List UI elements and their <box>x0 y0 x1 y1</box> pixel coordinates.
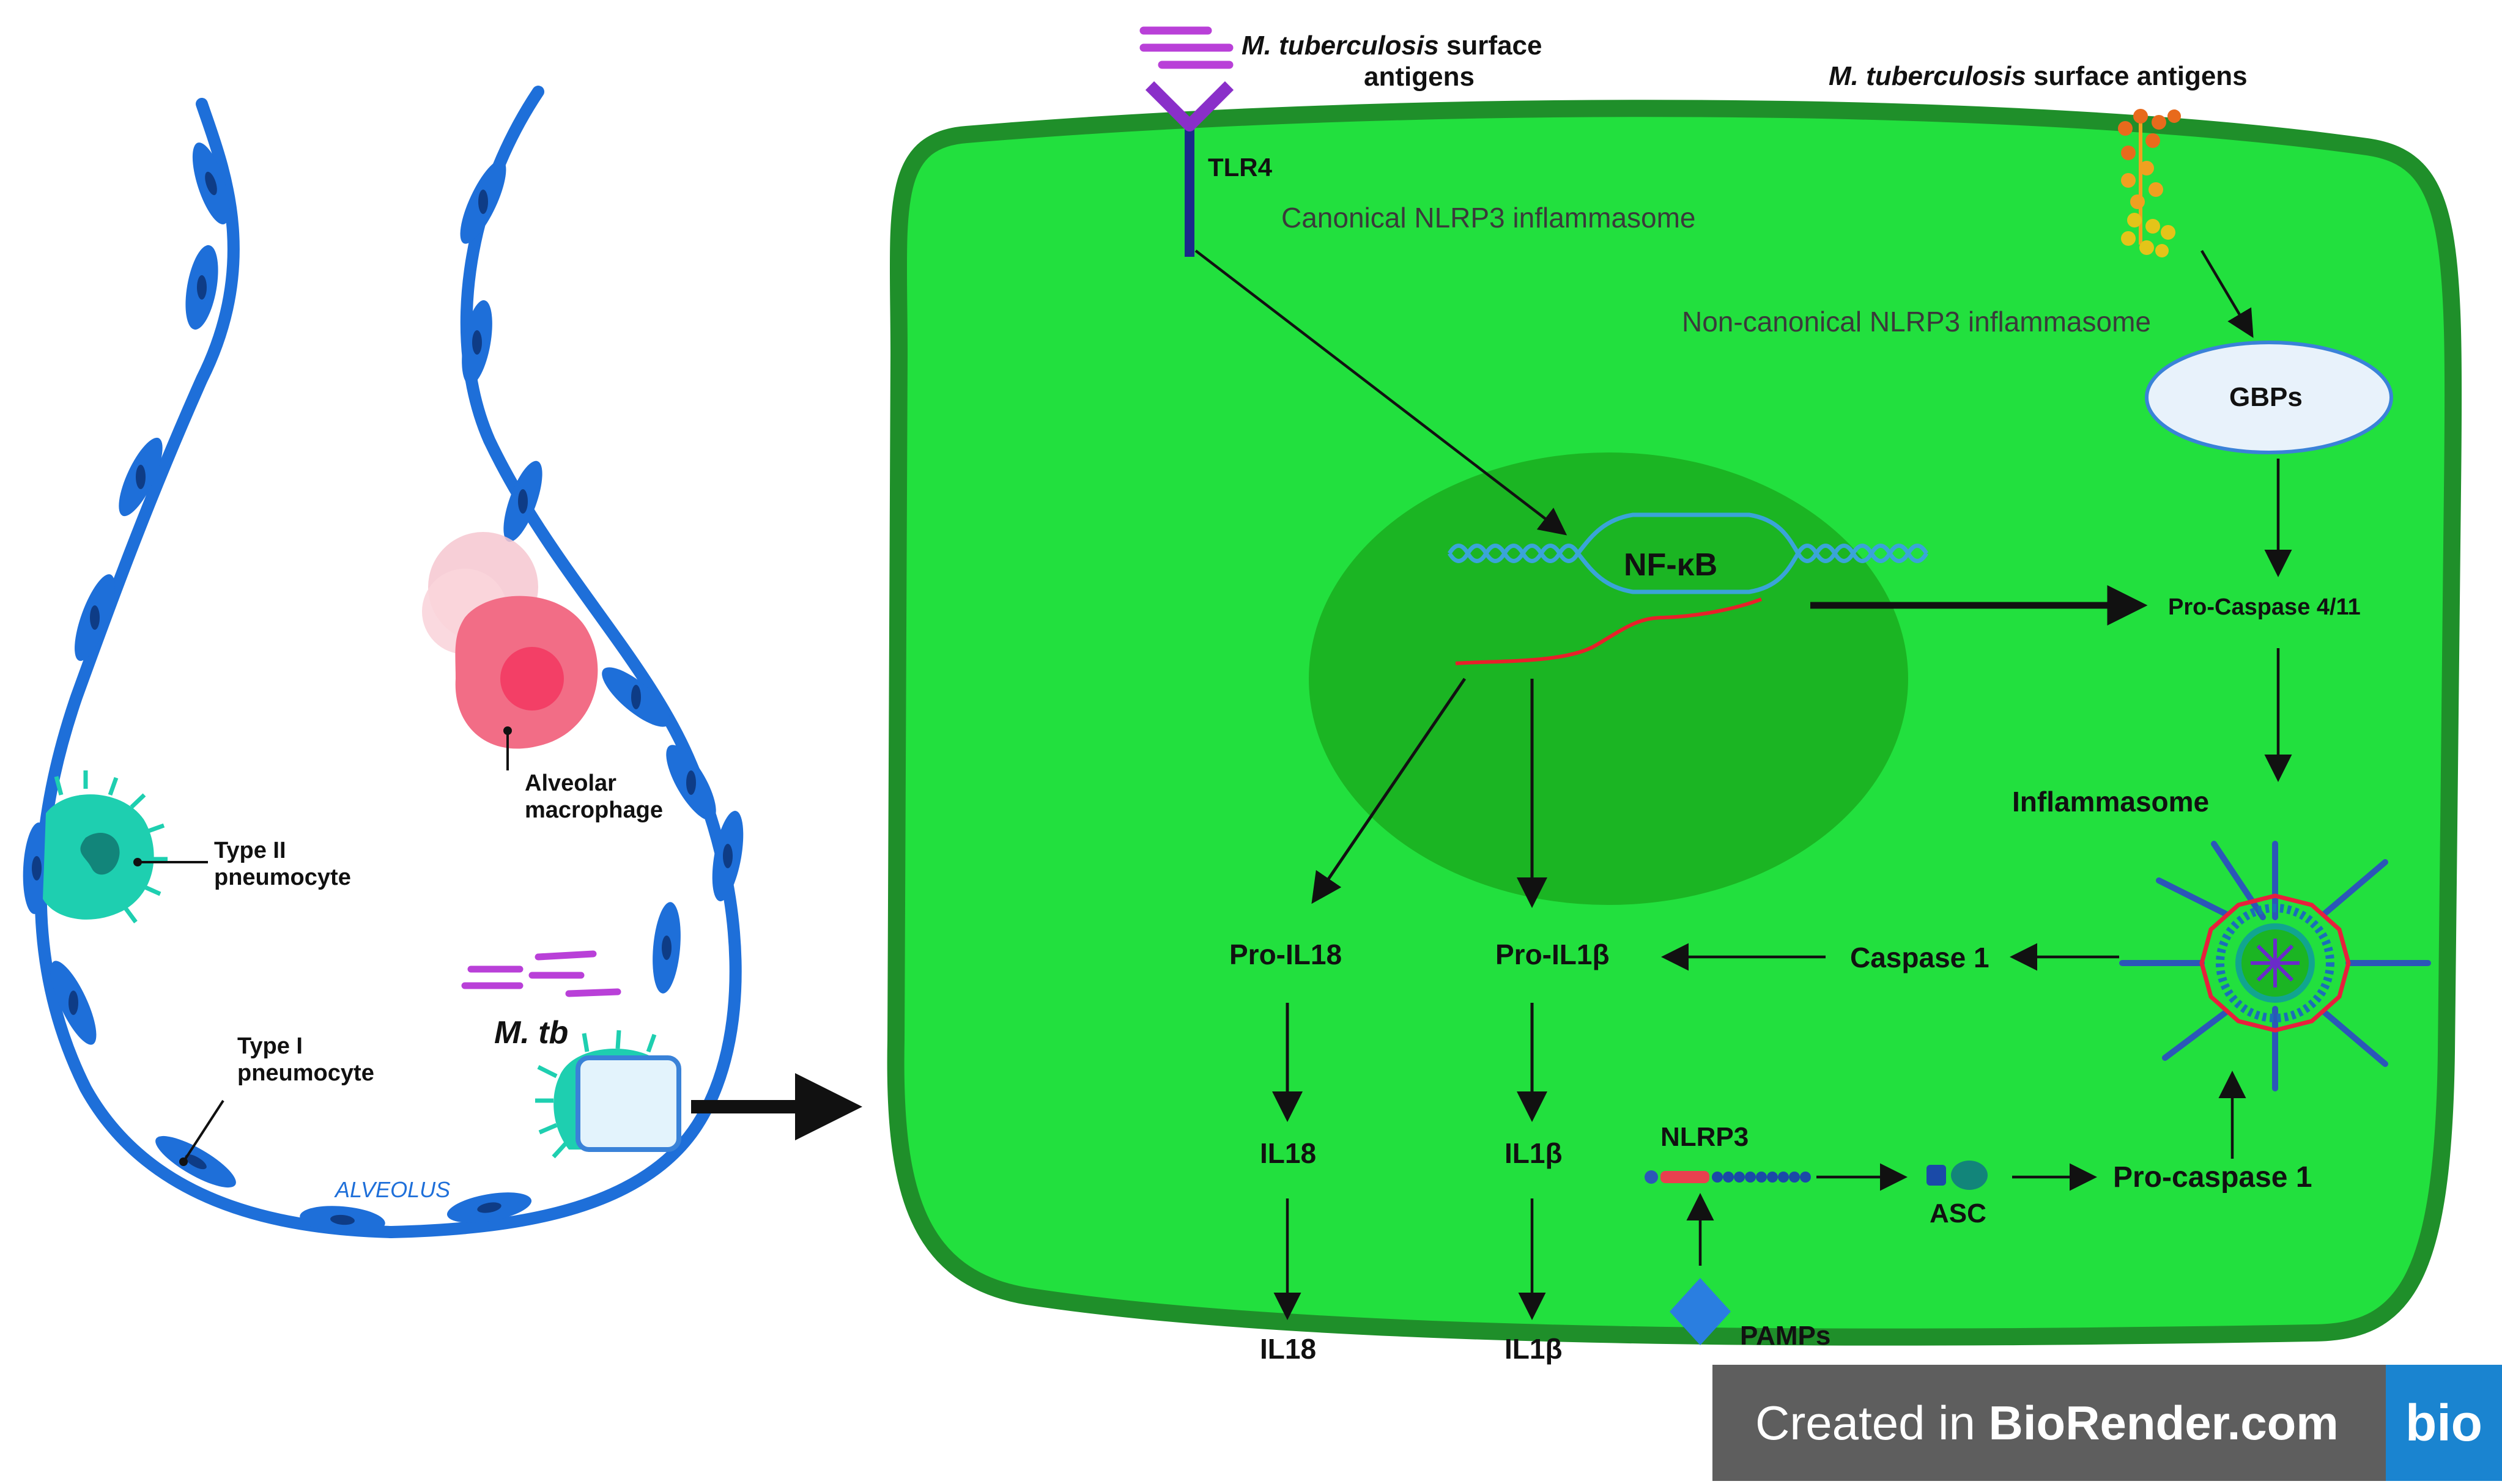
il1b-out-label: IL1β <box>1505 1333 1563 1365</box>
mrna-strand <box>1455 597 1763 665</box>
dna-helix <box>1447 512 1929 594</box>
mtb-antigens-top <box>1139 26 1234 69</box>
nucleus <box>1309 452 1908 905</box>
biorender-logo: bio <box>2386 1365 2502 1481</box>
biorender-watermark: Created in BioRender.com bio <box>1712 1365 2502 1481</box>
il1b-inner-label: IL1β <box>1505 1137 1563 1169</box>
pro-caspase-4-11-label: Pro-Caspase 4/11 <box>2168 594 2361 620</box>
alveolus <box>23 86 744 1238</box>
type-i-pneumocyte-pointer <box>179 1099 224 1166</box>
nlrp3-label: NLRP3 <box>1660 1122 1749 1152</box>
antigen-right-label: M. tuberculosis surface antigens <box>1829 61 2248 91</box>
asc-protein <box>1926 1161 1988 1190</box>
tlr4-label: TLR4 <box>1208 153 1272 182</box>
tlr4-receptor <box>1145 81 1234 257</box>
noncanonical-pathway-label: Non-canonical NLRP3 inflammasome <box>1682 306 2151 338</box>
gbps-label: GBPs <box>2229 382 2303 412</box>
il18-out-label: IL18 <box>1260 1333 1317 1365</box>
alveolar-macrophage <box>422 532 598 770</box>
il18-inner-label: IL18 <box>1260 1137 1317 1169</box>
mtb-label: M. tb <box>494 1015 569 1050</box>
pathway-arrows <box>1194 249 2292 1320</box>
inflammasome-complex <box>2119 841 2431 1091</box>
antigen-top-label: M. tuberculosis surface antigens <box>1242 31 1542 92</box>
alveolus-label: ALVEOLUS <box>335 1177 451 1202</box>
endothelial-nuclei <box>32 171 733 1225</box>
asc-label: ASC <box>1930 1198 1986 1228</box>
transition-arrow <box>691 1073 862 1140</box>
inflammasome-label: Inflammasome <box>2012 786 2210 818</box>
pro-caspase1-label: Pro-caspase 1 <box>2113 1161 2312 1194</box>
nlrp3-protein <box>1645 1170 1811 1184</box>
nfkb-label: NF-κB <box>1624 547 1718 583</box>
gbps-ellipse <box>2145 341 2393 454</box>
type-ii-pneumocyte <box>43 770 208 924</box>
caspase1-label: Caspase 1 <box>1850 942 1989 973</box>
zoom-box <box>535 1030 681 1159</box>
canonical-pathway-label: Canonical NLRP3 inflammasome <box>1281 202 1696 234</box>
pro-il1b-label: Pro-IL1β <box>1495 939 1610 970</box>
pamps-diamond <box>1670 1278 1731 1345</box>
mtb-bacilli-alveolus <box>461 950 621 997</box>
pamps-label: PAMPs <box>1740 1321 1831 1351</box>
pro-il18-label: Pro-IL18 <box>1229 939 1342 970</box>
mtb-antigens-right <box>2118 109 2181 257</box>
watermark-text: Created in BioRender.com <box>1755 1396 2339 1450</box>
alveolus-wall <box>34 86 742 1238</box>
